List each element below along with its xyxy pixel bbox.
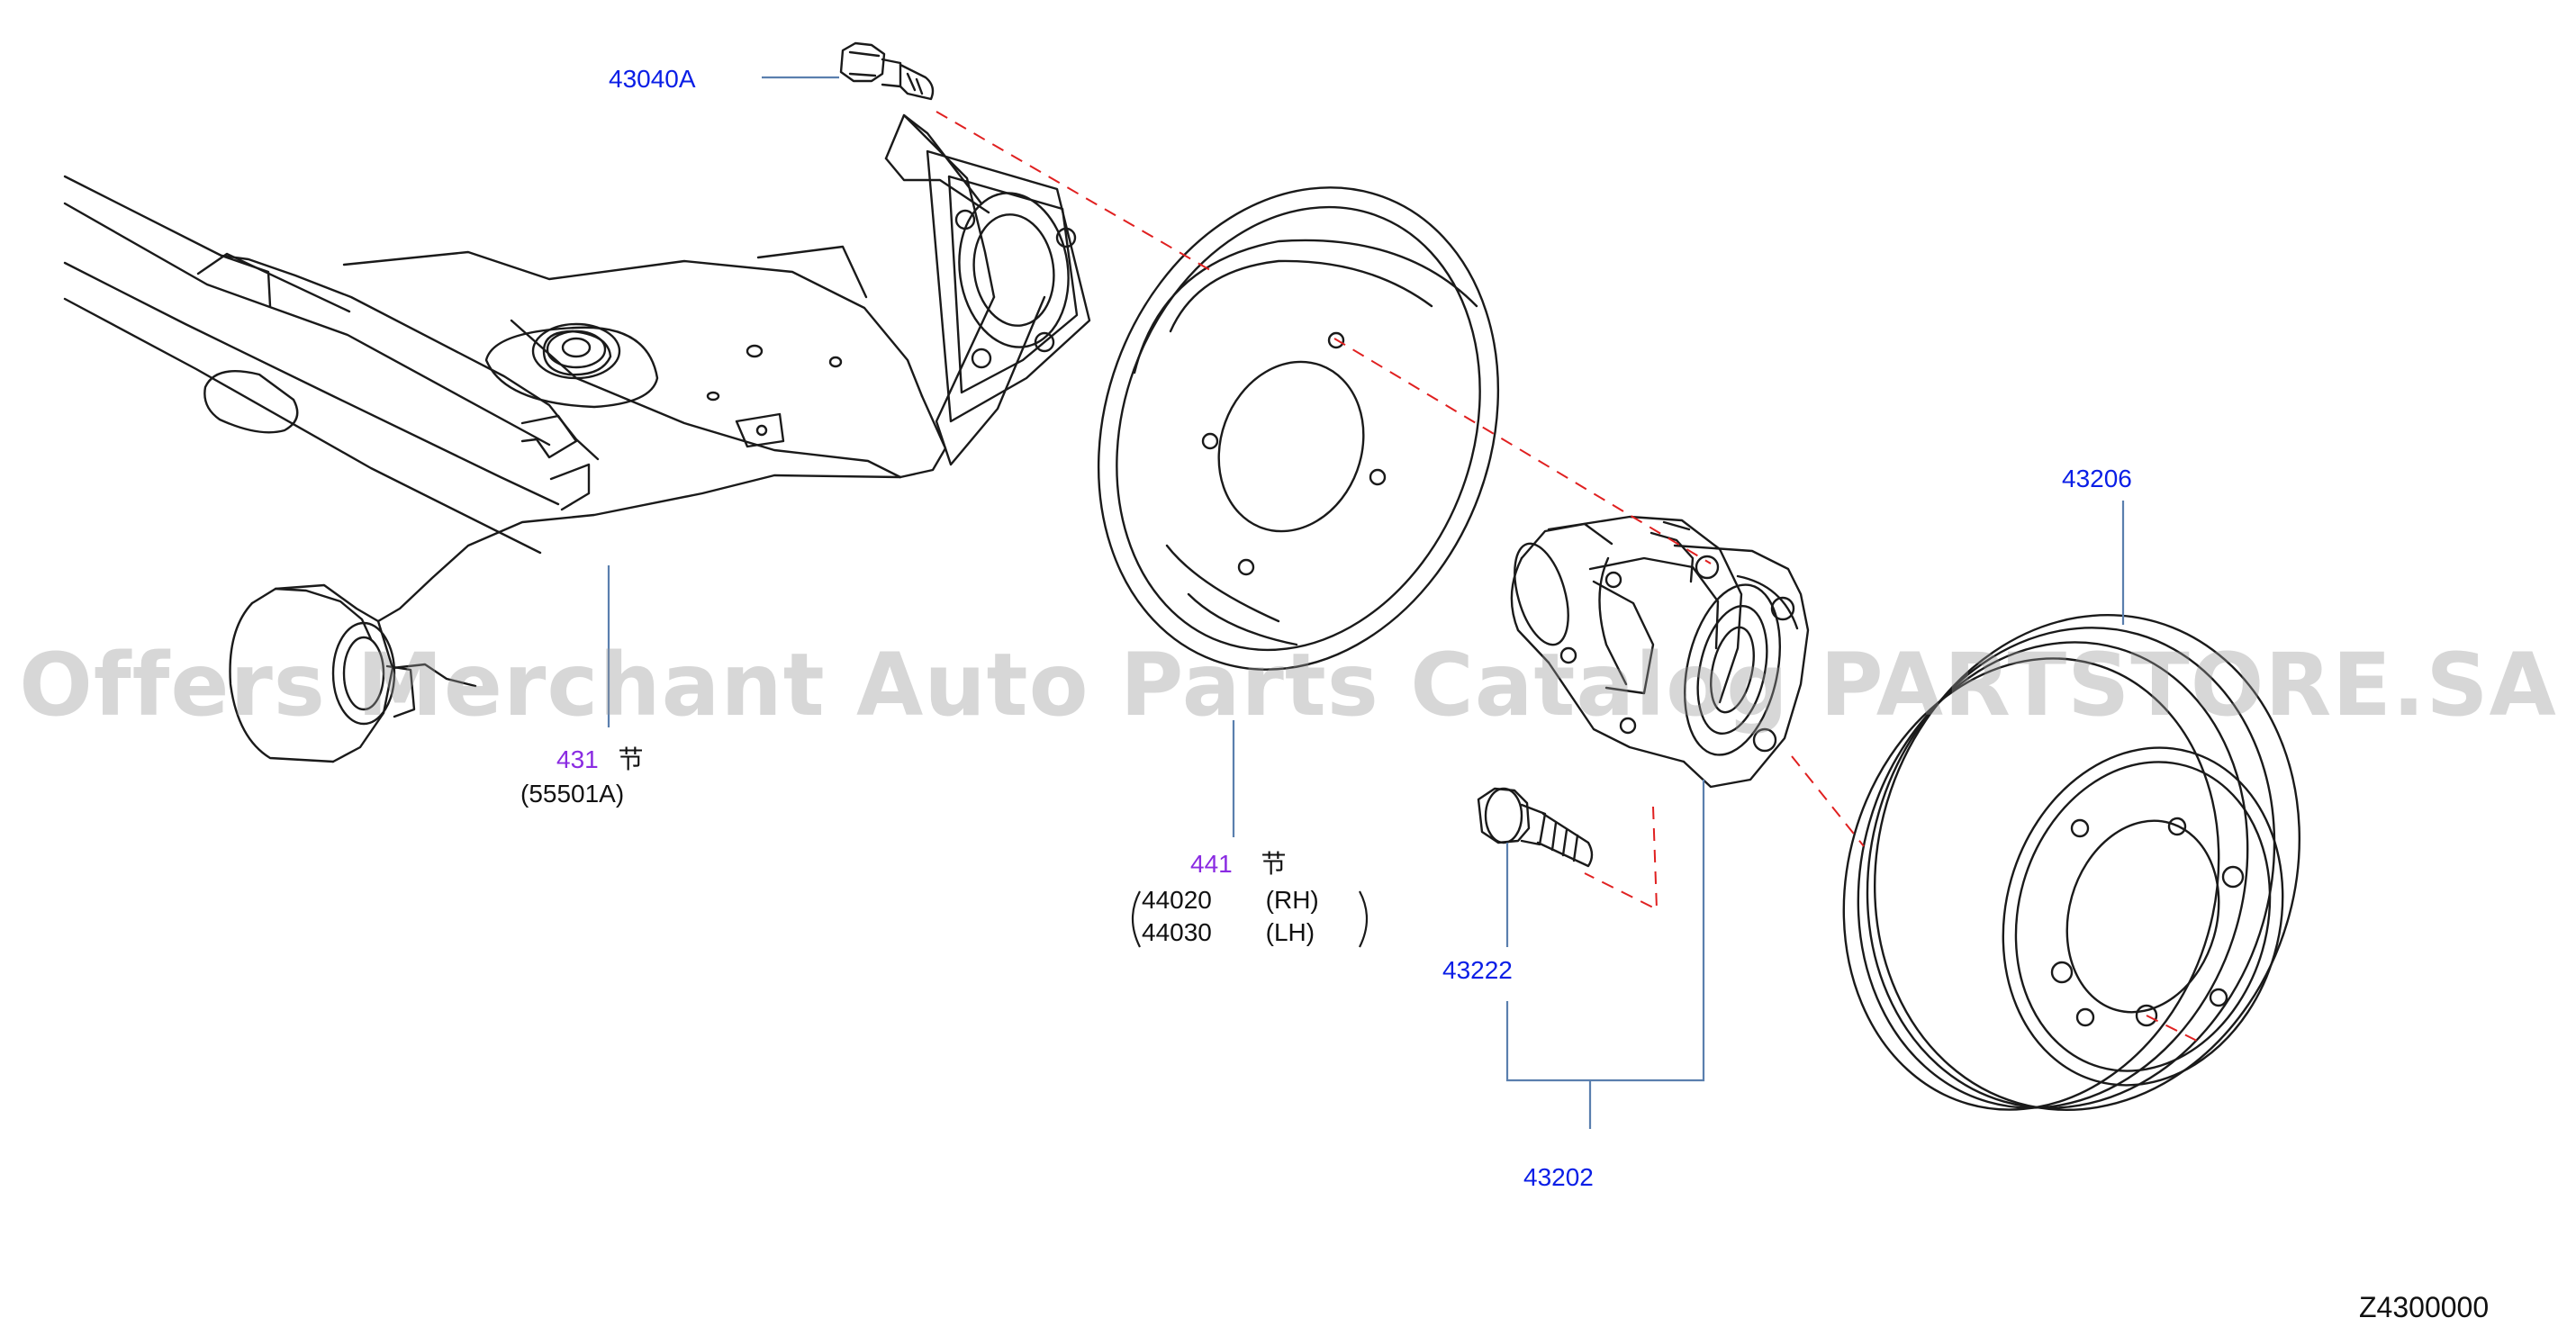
row-side: (LH) (1265, 918, 1315, 946)
side-bracket (1131, 890, 1369, 948)
part-code: 441 (1190, 850, 1233, 878)
part-code: 43040A (609, 65, 696, 93)
row-code: 44020 (1142, 886, 1212, 914)
part-code: 431 (556, 745, 599, 773)
axle-bolt-43040A[interactable] (839, 41, 935, 101)
callout-441[interactable]: 441 节 (1190, 852, 1287, 877)
brake-backing-plate-441[interactable] (1033, 131, 1564, 726)
callout-43222[interactable]: 43222 (1442, 958, 1513, 983)
hub-bolt-43222[interactable] (1477, 787, 1594, 868)
part-code: 43222 (1442, 956, 1513, 984)
part-code: 43206 (2062, 465, 2132, 492)
row-side: (RH) (1265, 886, 1319, 914)
callout-43040A[interactable]: 43040A (609, 67, 696, 92)
brake-drum-43206[interactable] (1792, 564, 2357, 1160)
row-code: 44030 (1142, 918, 1212, 946)
callout-43202[interactable]: 43202 (1523, 1165, 1594, 1190)
row-rh: 44020 (RH) (1142, 888, 1319, 913)
callout-55501A: (55501A) (520, 781, 624, 807)
sub-part-code: (55501A) (520, 780, 625, 808)
row-lh: 44030 (LH) (1142, 920, 1315, 945)
part-code: 43202 (1523, 1163, 1594, 1191)
section-mark: 节 (1261, 849, 1287, 879)
callout-431[interactable]: 431 节 (556, 747, 644, 772)
section-mark: 节 (618, 745, 644, 774)
hub-assembly-43202[interactable] (1505, 515, 1810, 789)
callout-43206[interactable]: 43206 (2062, 466, 2132, 492)
leader-lines (607, 76, 2125, 1129)
rear-axle-beam[interactable] (63, 113, 1091, 763)
figure-id: Z4300000 (2359, 1291, 2490, 1323)
assembly-axis-lines (935, 111, 2201, 1043)
